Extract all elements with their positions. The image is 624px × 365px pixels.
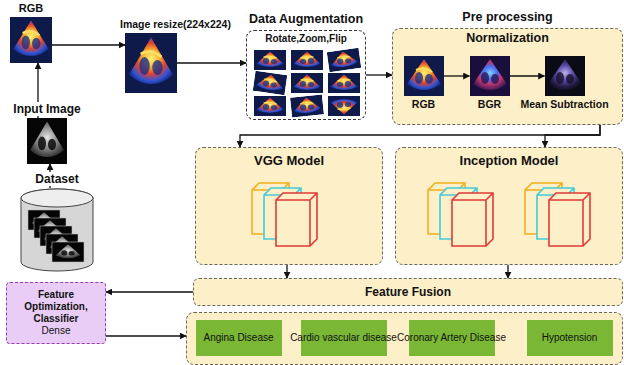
image-label: Input Image bbox=[11, 102, 82, 116]
box-text: Cardio vascular disease bbox=[290, 332, 397, 344]
group-title: Normalization bbox=[393, 31, 622, 46]
connector-arrow bbox=[366, 74, 392, 75]
group-heading: Data Augmentation bbox=[247, 12, 365, 27]
box-text: Coronary Artery Disease bbox=[397, 332, 506, 344]
class-box: Cardio vascular disease bbox=[301, 320, 387, 356]
group-title: VGG Model bbox=[196, 153, 382, 169]
preprocessing-box: Pre processingNormalizationRGBBGRMean Su… bbox=[392, 28, 623, 125]
class-box: Coronary Artery Disease bbox=[409, 320, 495, 356]
image-label: RGB bbox=[17, 2, 45, 15]
image-label: BGR bbox=[476, 98, 503, 111]
image-node: Mean Subtraction bbox=[545, 56, 585, 96]
group-title: Inception Model bbox=[396, 153, 622, 169]
echo-image bbox=[125, 33, 177, 93]
image-label: Mean Subtraction bbox=[518, 98, 610, 111]
connector-arrow bbox=[37, 63, 38, 118]
image-label: Image resize(224x224) bbox=[118, 18, 233, 31]
echo-image bbox=[27, 118, 67, 164]
image-node: RGB bbox=[404, 56, 444, 96]
connector-arrow bbox=[444, 75, 470, 76]
image-node: Input Image bbox=[27, 118, 67, 164]
connector-arrow bbox=[510, 75, 545, 76]
connector-arrow bbox=[106, 291, 193, 292]
image-label: RGB bbox=[410, 98, 437, 111]
connector-arrow bbox=[177, 62, 246, 63]
output-box: Angina DiseaseCardio vascular diseaseCor… bbox=[186, 312, 623, 365]
model-box: VGG Model bbox=[195, 147, 383, 265]
classifier-box: Feature Optimization, ClassifierDense bbox=[6, 282, 106, 344]
layer-blocks bbox=[252, 183, 317, 246]
connector-arrow bbox=[286, 265, 287, 278]
box-text: Hypotension bbox=[542, 332, 598, 344]
box-text: Feature Optimization, Classifier bbox=[11, 289, 101, 325]
layer-blocks bbox=[525, 183, 590, 246]
connector-arrow bbox=[545, 125, 600, 147]
augmentation-box: Data AugmentationRotate,Zoom,Flip bbox=[246, 30, 366, 120]
echo-image bbox=[545, 56, 585, 96]
connector-arrow bbox=[49, 164, 50, 188]
box-text: Feature Fusion bbox=[365, 285, 451, 299]
image-node: Image resize(224x224) bbox=[125, 33, 177, 93]
group-title: Rotate,Zoom,Flip bbox=[247, 33, 365, 45]
image-node: BGR bbox=[470, 56, 510, 96]
cylinder-shape bbox=[20, 188, 94, 272]
fusion-box: Feature Fusion bbox=[193, 278, 623, 306]
connector-arrow bbox=[106, 335, 186, 336]
connector-arrow bbox=[52, 44, 125, 45]
layer-blocks bbox=[428, 183, 493, 246]
database-cylinder: Dataset bbox=[20, 188, 94, 272]
augmented-thumbnails bbox=[253, 48, 361, 118]
echo-image bbox=[404, 56, 444, 96]
box-text: Angina Disease bbox=[203, 332, 273, 344]
image-node: RGB bbox=[10, 17, 52, 63]
connector-arrow bbox=[240, 125, 600, 147]
echo-image bbox=[10, 17, 52, 63]
class-box: Hypotension bbox=[527, 320, 613, 356]
class-box: Angina Disease bbox=[196, 320, 282, 356]
box-text: Dense bbox=[42, 325, 71, 337]
connector-arrow bbox=[507, 265, 508, 278]
image-label: Dataset bbox=[33, 172, 80, 186]
echo-image bbox=[470, 56, 510, 96]
model-box: Inception Model bbox=[395, 147, 623, 265]
group-heading: Pre processing bbox=[393, 10, 622, 25]
